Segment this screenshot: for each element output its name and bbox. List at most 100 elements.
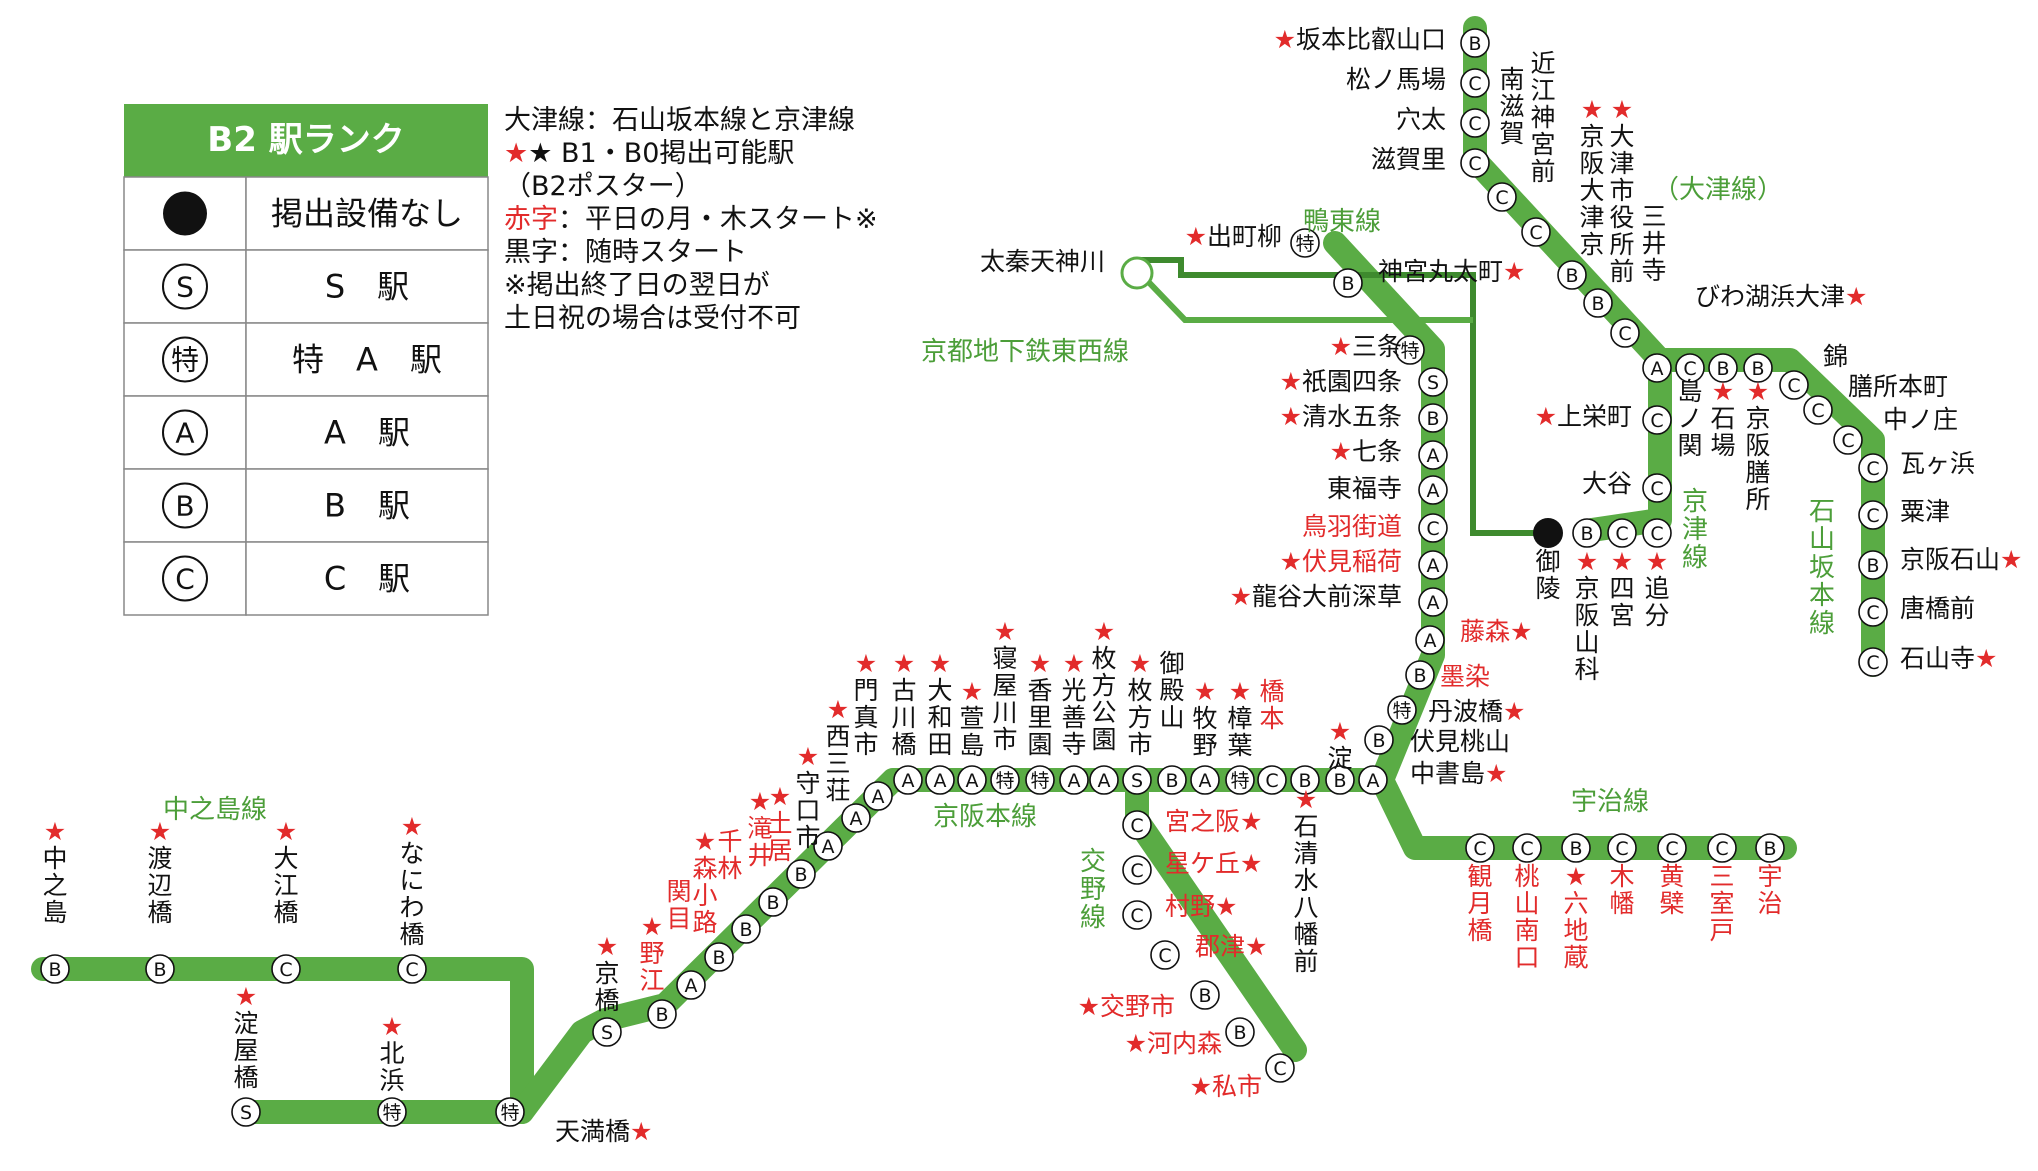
- station-rank-西三荘: A: [850, 808, 863, 830]
- station-rank-土居: B: [794, 864, 807, 886]
- station-label-樟葉: ★樟葉: [1227, 677, 1252, 760]
- star-icon: ★: [381, 1012, 403, 1041]
- station-marker-門真市: [863, 781, 893, 811]
- station-label-char: 江: [1530, 76, 1555, 105]
- station-marker-錦: [1779, 370, 1809, 400]
- station-rank-穴太: C: [1468, 113, 1481, 135]
- station-marker-村野: [1122, 900, 1152, 930]
- line-name-8: （大津線）: [1653, 175, 1783, 205]
- note-line-6: ※掲出終了日の翌日が: [504, 270, 770, 301]
- star-icon: ★: [1503, 257, 1525, 286]
- station-label-三井寺: 三井寺: [1641, 202, 1666, 285]
- station-rank-大谷: C: [1650, 478, 1663, 500]
- station-label-char: 守: [795, 769, 820, 798]
- station-marker-鳥羽街道: [1418, 513, 1448, 543]
- station-rank-村野: C: [1130, 905, 1143, 927]
- station-label-char: 井: [747, 841, 772, 870]
- station-marker-淀: [1325, 765, 1355, 795]
- station-label-char: 寺: [1641, 256, 1666, 285]
- station-label-text: 星ケ丘★: [1165, 849, 1262, 878]
- station-label-星ケ丘: 星ケ丘★: [1165, 849, 1262, 878]
- station-label-中之島: ★中之島: [42, 817, 67, 927]
- station-label-char: 石: [1710, 404, 1735, 433]
- station-label-char: 島: [42, 898, 67, 927]
- star-icon: ★: [1280, 402, 1302, 431]
- station-rank-樟葉: 特: [1230, 770, 1249, 792]
- star-icon: ★: [1240, 849, 1262, 878]
- station-label-char: 橋: [147, 898, 172, 927]
- station-label-text: ★清水五条: [1280, 402, 1402, 431]
- station-label-char: 和: [927, 703, 952, 732]
- station-marker-河内森: [1225, 1017, 1255, 1047]
- station-label-text: ★出町柳: [1185, 222, 1282, 251]
- circled-a-icon: A: [162, 409, 208, 456]
- legend-symbol-ring: [162, 482, 208, 529]
- star-icon: ★: [1712, 377, 1734, 406]
- station-rank-京橋: S: [601, 1022, 613, 1044]
- station-rank-近江神宮前: C: [1529, 222, 1542, 244]
- station-labels: ★中之島★渡辺橋★大江橋★なにわ橋★淀屋橋★北浜天満橋★★京橋★野江関目★森小路…: [42, 25, 2022, 1146]
- station-name: 三条: [1352, 332, 1402, 361]
- station-marker-樟葉: [1225, 765, 1255, 795]
- station-label-char: 枚: [1127, 676, 1152, 705]
- station-label-char: 淀: [1327, 744, 1352, 773]
- station-marker-渡辺橋: [145, 954, 175, 984]
- station-label-四宮: ★四宮: [1609, 547, 1634, 630]
- legend-header: [124, 104, 488, 177]
- station-marker-石清水八幡前: [1290, 765, 1320, 795]
- station-label-唐橋前: 唐橋前: [1900, 594, 1975, 623]
- line-name-char: 線: [1080, 903, 1106, 933]
- star-icon: ★: [1029, 649, 1051, 678]
- station-label-text: ★上栄町: [1535, 402, 1632, 431]
- station-label-上栄町: ★上栄町: [1535, 402, 1632, 431]
- station-label-char: 田: [927, 730, 952, 759]
- station-marker-私市: [1265, 1053, 1295, 1083]
- station-name: 滋賀里: [1371, 145, 1446, 174]
- station-marker-大谷: [1642, 473, 1672, 503]
- station-label-char: 治: [1757, 889, 1782, 918]
- station-marker-京橋: [592, 1017, 622, 1047]
- station-name: 中書島: [1410, 759, 1485, 788]
- station-label-char: 寝: [992, 644, 1017, 673]
- star-icon: ★: [1329, 717, 1351, 746]
- station-rank-中之島: B: [48, 959, 61, 981]
- station-label-char: 木: [1609, 862, 1634, 891]
- star-icon: ★: [1646, 547, 1668, 576]
- station-marker-太秦天神川: [1120, 256, 1154, 290]
- station-rank-京阪石山: B: [1866, 555, 1879, 577]
- station-label-text: ★坂本比叡山口: [1274, 25, 1446, 54]
- station-label-char: 牧: [1192, 704, 1217, 733]
- station-label-黄檗: 黄檗: [1659, 862, 1684, 918]
- station-label-char: 場: [1710, 431, 1735, 460]
- star-icon: ★: [1230, 582, 1252, 611]
- star-icon: ★: [1747, 377, 1769, 406]
- station-name: 出町柳: [1207, 222, 1282, 251]
- station-label-char: 目: [666, 904, 691, 933]
- station-label-text: 村野★: [1165, 892, 1237, 921]
- station-label-char: 宮: [1530, 130, 1555, 159]
- station-marker-三室戸: [1707, 833, 1737, 863]
- station-label-出町柳: ★出町柳: [1185, 222, 1282, 251]
- star-icon: ★: [961, 677, 983, 706]
- station-label-太秦天神川: 太秦天神川: [980, 247, 1105, 276]
- station-label-char: 月: [1467, 889, 1492, 918]
- star-icon: ★: [2000, 545, 2022, 574]
- note-line-3: （B2ポスター）: [504, 171, 702, 202]
- station-marker-西三荘: [841, 803, 871, 833]
- station-label-text: 大谷: [1582, 469, 1632, 498]
- line-name-char: 坂: [1809, 553, 1835, 583]
- station-label-char: 三: [825, 749, 850, 778]
- line-name-char: 石: [1809, 497, 1835, 527]
- station-label-三室戸: 三室戸: [1709, 862, 1734, 945]
- station-label-text: 中ノ庄: [1883, 405, 1958, 434]
- station-rank-粟津: C: [1866, 505, 1879, 527]
- station-label-南滋賀: 南滋賀: [1499, 65, 1524, 148]
- station-label-char: 分: [1644, 601, 1669, 630]
- station-label-text: 神宮丸太町★: [1378, 257, 1525, 286]
- station-label-char: 中: [42, 844, 67, 873]
- station-rank-藤森: A: [1424, 630, 1437, 652]
